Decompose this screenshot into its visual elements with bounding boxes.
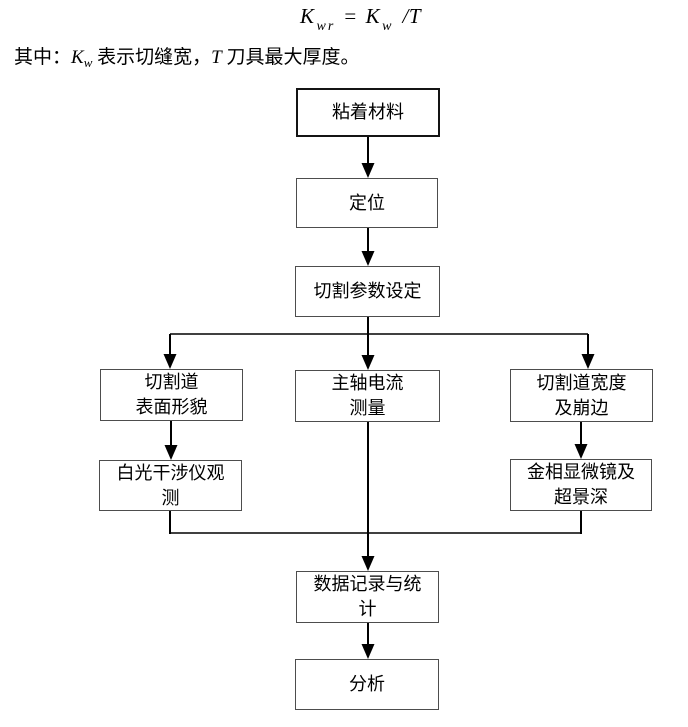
caption-k-base: K [71, 47, 84, 68]
flow-node-analysis-label: 分析 [349, 674, 385, 694]
arrowhead-kerf-surface [163, 354, 177, 369]
caption-mid-text: 表示切缝宽， [92, 47, 212, 68]
flow-node-cutting-params-label: 切割参数设定 [313, 281, 422, 301]
arrowhead-microscope [574, 444, 588, 459]
flow-node-kerf-surface: 切割道 表面形貌 [100, 369, 243, 421]
flow-node-white-light-interferometer: 白光干涉仪观 测 [99, 460, 242, 511]
arrowhead-analysis [361, 644, 375, 659]
caption-prefix: 其中： [14, 47, 72, 68]
arrowhead-data-recording [361, 556, 375, 571]
caption-k-subscript: w [83, 55, 93, 70]
arrowhead-positioning [361, 163, 375, 178]
arrowhead-interferometer [164, 445, 178, 460]
flow-node-spindle-current: 主轴电流 测量 [295, 370, 440, 422]
caption-suffix-text: 刀具最大厚度。 [221, 47, 360, 68]
flow-node-attach-material-label: 粘着材料 [332, 102, 404, 122]
flow-node-positioning-label: 定位 [349, 192, 385, 213]
flow-node-attach-material: 粘着材料 [296, 88, 440, 137]
flow-node-spindle-current-label: 主轴电流 测量 [331, 373, 404, 418]
formula-equals-sign: = [344, 4, 357, 28]
flow-node-metallographic-microscope: 金相显微镜及 超景深 [510, 459, 652, 511]
formula-denominator: T [408, 4, 422, 28]
formula-rhs-base: K [365, 4, 381, 28]
flow-node-kerf-width-label: 切割道宽度 及崩边 [536, 372, 627, 418]
formula-caption: 其中：Kw 表示切缝宽，T 刀具最大厚度。 [14, 42, 360, 70]
formula-divide-sign: / [402, 4, 409, 28]
flow-node-metallographic-microscope-label: 金相显微镜及 超景深 [527, 462, 635, 507]
arrowhead-kerf-width [581, 354, 595, 369]
flow-node-positioning: 定位 [296, 178, 438, 228]
arrowhead-cutting-params [361, 251, 375, 266]
formula-lhs-subscript: wr [316, 19, 336, 34]
arrowhead-spindle-current [361, 355, 375, 370]
formula-lhs-base: K [300, 4, 315, 28]
flow-node-data-recording: 数据记录与统 计 [296, 571, 439, 623]
flow-node-data-recording-label: 数据记录与统 计 [313, 574, 422, 619]
formula-rhs-subscript: w [382, 19, 394, 34]
caption-t-base: T [211, 47, 222, 68]
flow-node-analysis: 分析 [295, 659, 439, 710]
flow-node-white-light-interferometer-label: 白光干涉仪观 测 [116, 462, 225, 508]
flow-node-kerf-width: 切割道宽度 及崩边 [510, 369, 653, 422]
flow-node-kerf-surface-label: 切割道 表面形貌 [135, 372, 208, 417]
flow-node-cutting-params: 切割参数设定 [295, 266, 440, 317]
